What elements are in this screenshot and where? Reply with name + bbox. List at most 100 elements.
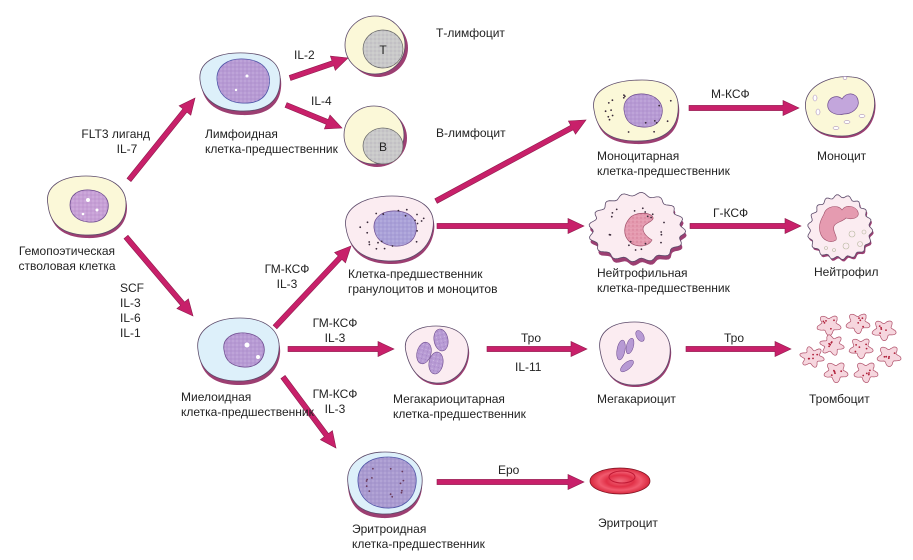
granule-dot: [380, 240, 383, 243]
factor-gm-csf: ГМ-КСФ: [312, 387, 358, 401]
arrow-megakaryocyte-to-platelet: [685, 341, 792, 357]
granule-dot: [366, 478, 368, 481]
monocyte-cell: [804, 76, 876, 138]
megakaryocyte-cell: [599, 321, 672, 388]
arrow-lymphoid-to-t: [288, 55, 349, 81]
platelet-granule: [855, 344, 857, 346]
granule-dot: [607, 115, 610, 118]
granule-dot: [391, 495, 394, 498]
monocyte-progenitor-label-line1: Моноцитарная: [597, 149, 680, 163]
platelet-granule: [822, 320, 825, 323]
granule-dot: [375, 212, 378, 215]
granule-dot: [604, 110, 607, 113]
granule-dot: [627, 131, 630, 133]
platelet-granule: [893, 352, 896, 354]
platelet-granule: [865, 343, 867, 346]
myeloid-progenitor-cell: [197, 317, 281, 386]
gm-progenitor-label-line2: гранулоцитов и моноцитов: [348, 282, 498, 296]
platelet-granule: [828, 342, 830, 345]
granule-dot: [644, 121, 647, 124]
granule-dot: [611, 114, 614, 117]
granule-dot: [405, 208, 408, 211]
platelet-granule: [865, 372, 868, 375]
platelet: [845, 313, 871, 334]
platelet-granule: [878, 325, 881, 327]
lymphoid-progenitor-cell: [199, 52, 282, 116]
erythroid-progenitor-label: Эритроидная клетка-предшественник: [352, 522, 485, 552]
platelet-granule: [823, 322, 826, 324]
monocyte-progenitor-label: Моноцитарная клетка-предшественник: [597, 149, 730, 179]
granule-dot: [650, 216, 652, 219]
stem-cell: [47, 175, 128, 239]
platelet-granule: [859, 319, 862, 322]
granule-dot: [663, 221, 665, 224]
neutrophil-cell: [807, 194, 874, 262]
platelet-granule: [868, 372, 870, 374]
platelet-granule: [883, 355, 886, 358]
granule-dot: [366, 231, 369, 234]
platelet-granule: [812, 357, 814, 360]
factor-ery-prog-to-erythrocyte: Ерo: [498, 463, 520, 477]
factor-il3: IL-3: [120, 296, 141, 310]
granule-dot: [633, 210, 636, 212]
arrow-gm-to-mono-prog: [434, 119, 587, 204]
granule-dot: [615, 208, 618, 211]
granule-dot: [653, 130, 655, 133]
factor-gm-csf: ГМ-КСФ: [312, 316, 358, 330]
granule-dot: [646, 215, 649, 218]
t-lymphocyte-letter: T: [379, 43, 387, 57]
granule-dot: [608, 118, 611, 121]
megakaryocyte-label: Мегакариоцит: [597, 392, 676, 406]
granule-dot: [377, 241, 379, 244]
granule-dot: [365, 485, 368, 488]
platelet-granule: [830, 327, 832, 330]
factor-il7: IL-7: [116, 142, 138, 156]
factor-myeloid-to-ery: ГМ-КСФ IL-3: [310, 387, 360, 417]
arrow-lymphoid-to-b: [284, 102, 343, 130]
platelet: [816, 315, 842, 336]
arrow-ery-prog-to-erythrocyte: [436, 474, 585, 490]
granule-dot: [658, 104, 661, 107]
b-lymphocyte-label: В-лимфоцит: [436, 126, 506, 140]
granule-dot: [415, 240, 418, 243]
factor-myeloid-to-gm: ГМ-КСФ IL-3: [262, 262, 312, 292]
platelet-granule: [812, 353, 814, 356]
granule-dot: [666, 120, 669, 123]
platelet-granule: [833, 319, 835, 322]
platelet-granule: [854, 350, 857, 353]
granule-dot: [610, 215, 613, 218]
platelet: [799, 346, 825, 368]
platelet-granule: [880, 326, 882, 329]
factor-il3: IL-3: [276, 277, 298, 291]
platelet-granule: [825, 320, 827, 322]
granule-dot: [366, 221, 369, 224]
platelet-granule: [879, 332, 881, 334]
arrow-myeloid-to-gm: [272, 245, 352, 330]
erythroid-progenitor-label-line1: Эритроидная: [352, 522, 427, 536]
platelet-granule: [867, 373, 870, 376]
platelets-cluster: [799, 313, 902, 383]
granule-dot: [623, 94, 625, 96]
t-lymphocyte-cell: T: [344, 15, 408, 77]
granule-dot: [422, 217, 425, 220]
monocyte-label: Моноцит: [817, 149, 867, 163]
factor-stem-to-lymphoid: FLT3 лиганд IL-7: [70, 127, 150, 157]
myeloid-progenitor-label: Миелоидная клетка-предшественник: [181, 390, 314, 420]
monocyte-progenitor-cell: [593, 79, 680, 145]
t-lymphocyte-label: Т-лимфоцит: [436, 26, 505, 40]
factor-gm-csf: ГМ-КСФ: [264, 262, 310, 276]
platelet-label: Тромбоцит: [809, 392, 870, 406]
factor-mk-prog-to-megakaryocyte-il11: IL-11: [515, 360, 542, 374]
neutrophil-label: Нейтрофил: [814, 265, 879, 279]
erythroid-progenitor-cell: [347, 451, 423, 519]
platelet-granule: [834, 372, 836, 375]
granule-dot: [401, 470, 404, 473]
platelet-granule: [885, 329, 887, 331]
monocyte-progenitor-label-line2: клетка-предшественник: [597, 164, 730, 178]
arrow-myeloid-to-ery: [280, 374, 337, 449]
granulocyte-monocyte-progenitor-cell: [345, 195, 435, 265]
platelet-granule: [840, 370, 843, 373]
arrow-stem-to-lymphoid: [126, 97, 196, 183]
granule-dot: [389, 493, 392, 496]
